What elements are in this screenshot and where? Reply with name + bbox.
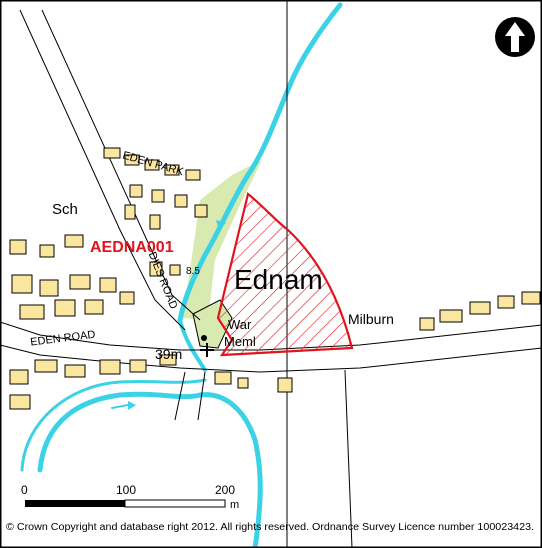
memorial-dot-icon — [201, 335, 207, 341]
north-arrow-icon — [495, 17, 535, 57]
spot-height-label: 39m — [155, 346, 182, 362]
buildings — [9, 147, 541, 410]
spot-height-cross-icon — [200, 343, 214, 357]
school-label: Sch — [52, 201, 78, 218]
copyright-notice: © Crown Copyright and database right 201… — [6, 522, 534, 533]
site-ref-label: AEDNA001 — [90, 239, 174, 256]
scale-unit: m — [230, 499, 239, 511]
war-memorial-label-2: Meml — [224, 334, 256, 349]
place-name-label: Ednam — [234, 264, 323, 295]
scale-tick-200: 200 — [215, 483, 235, 497]
milburn-label: Milburn — [348, 311, 394, 327]
site-boundary — [216, 192, 354, 357]
small-mark-label: 8.5 — [186, 266, 200, 277]
river — [20, 2, 343, 548]
war-memorial-label-1: War — [228, 317, 252, 332]
scale-tick-0: 0 — [21, 483, 28, 497]
scale-tick-100: 100 — [116, 483, 136, 497]
scale-bar: 0 100 200 m — [21, 483, 239, 511]
